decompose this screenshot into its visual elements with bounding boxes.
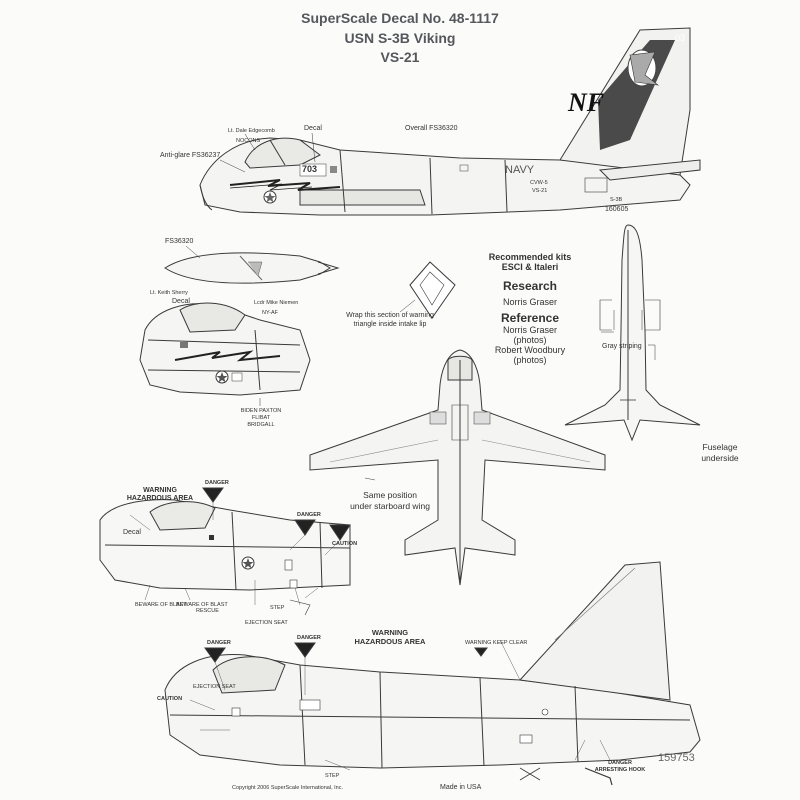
rear-serial: 159753 [658, 752, 695, 764]
front-step: STEP [270, 605, 285, 611]
rear-warning-2: HAZARDOUS AREA [354, 637, 426, 646]
tail-code: NF [568, 88, 605, 117]
gray-striping-label: Gray striping [602, 343, 642, 350]
front-warning-2: HAZARDOUS AREA [126, 495, 194, 502]
rear-warning-hook: WARNING KEEP CLEAR [465, 640, 528, 646]
nose-pilot-label: Lt. Keith Sherry [150, 290, 188, 296]
pilot-name-label: Lt. Dale Edgecomb [228, 128, 275, 134]
copyright: Copyright 2006 SuperScale International,… [232, 785, 343, 791]
serial-label: 160605 [605, 206, 629, 213]
underside-caption-2: underside [701, 453, 739, 463]
reference-name-2: Robert Woodbury [494, 345, 566, 355]
reference-photos-1: (photos) [513, 335, 547, 345]
decal-label: Decal [304, 125, 322, 132]
rear-danger-1: DANGER [207, 640, 231, 646]
top-view-aircraft [309, 349, 606, 586]
info-block: Recommended kits ESCI & Italeri Research… [470, 252, 590, 365]
nose-bottom-3: BRIDGALL [247, 422, 275, 428]
tail-number: 03 [675, 33, 686, 43]
front-warning-1: WARNING [143, 487, 177, 494]
navy-label: NAVY [505, 164, 535, 176]
side-profile-aircraft [199, 27, 701, 216]
arresting-label-2: ARRESTING HOOK [594, 767, 646, 773]
rear-warning-1: WARNING [371, 628, 409, 637]
arresting-label-1: DANGER [608, 760, 632, 766]
nose-crew-sub-label: NY-AF [262, 310, 278, 316]
sheet-title: SuperScale Decal No. 48-1117 [301, 10, 499, 26]
reference-title: Reference [500, 311, 560, 325]
reference-photos-2: (photos) [513, 355, 547, 365]
vs-label: VS-21 [532, 188, 548, 194]
type-label: S-3B [610, 197, 623, 203]
underside-caption-1: Fuselage [702, 442, 738, 452]
rear-ejection-seat: EJECTION SEAT [193, 684, 236, 690]
front-danger-1: DANGER [205, 480, 229, 486]
pilot-subtitle-label: NOCONS [236, 138, 261, 144]
front-ejection-seat: EJECTION SEAT [245, 620, 288, 626]
stencil-rear-aircraft [164, 561, 701, 786]
drop-tank-color-label: FS36320 [165, 238, 194, 245]
antiglare-label: Anti-glare FS36237 [160, 152, 221, 159]
made-in-label: Made in USA [440, 784, 482, 791]
stencil-front-aircraft [99, 487, 351, 616]
front-rescue: RESCUE [196, 608, 219, 614]
intake-note-line1: Wrap this section of warning [346, 312, 434, 319]
kits-value: ESCI & Italeri [501, 262, 559, 272]
underside-view-aircraft [564, 224, 701, 442]
front-beware-2: BEWARE OF BLAST [176, 602, 228, 608]
front-danger-2: DANGER [297, 512, 321, 518]
rear-caution: CAUTION [157, 696, 183, 702]
reference-name-1: Norris Graser [502, 325, 557, 335]
rear-step: STEP [325, 773, 340, 779]
front-beware-1: BEWARE OF BLAST [135, 602, 187, 608]
nose-bottom-2: FLIBAT [251, 415, 271, 421]
modex-number: 703 [302, 164, 318, 174]
overall-color-label: Overall FS36320 [405, 125, 458, 132]
front-decal-label: Decal [123, 529, 141, 536]
cvw-label: CVW-5 [530, 180, 548, 186]
intake-note-line2: triangle inside intake lip [353, 321, 427, 328]
nose-decal-label: Decal [172, 298, 190, 305]
drop-tank [164, 245, 340, 284]
intake-triangle [399, 261, 456, 319]
nose-bottom-1: BIDEN PAXTON [240, 408, 282, 414]
research-title: Research [502, 279, 558, 293]
research-name: Norris Graser [502, 297, 557, 307]
nose-detail-aircraft [139, 302, 311, 406]
rear-danger-2: DANGER [297, 635, 321, 641]
top-view-note-2: under starboard wing [350, 501, 430, 511]
kits-title: Recommended kits [488, 252, 572, 262]
top-view-note-1: Same position [363, 490, 417, 500]
front-caution: CAUTION [332, 541, 358, 547]
aircraft-title: USN S-3B Viking [344, 30, 456, 46]
squadron-title: VS-21 [380, 49, 420, 65]
nose-crew-label: Lcdr Mike Niemen [254, 300, 299, 306]
